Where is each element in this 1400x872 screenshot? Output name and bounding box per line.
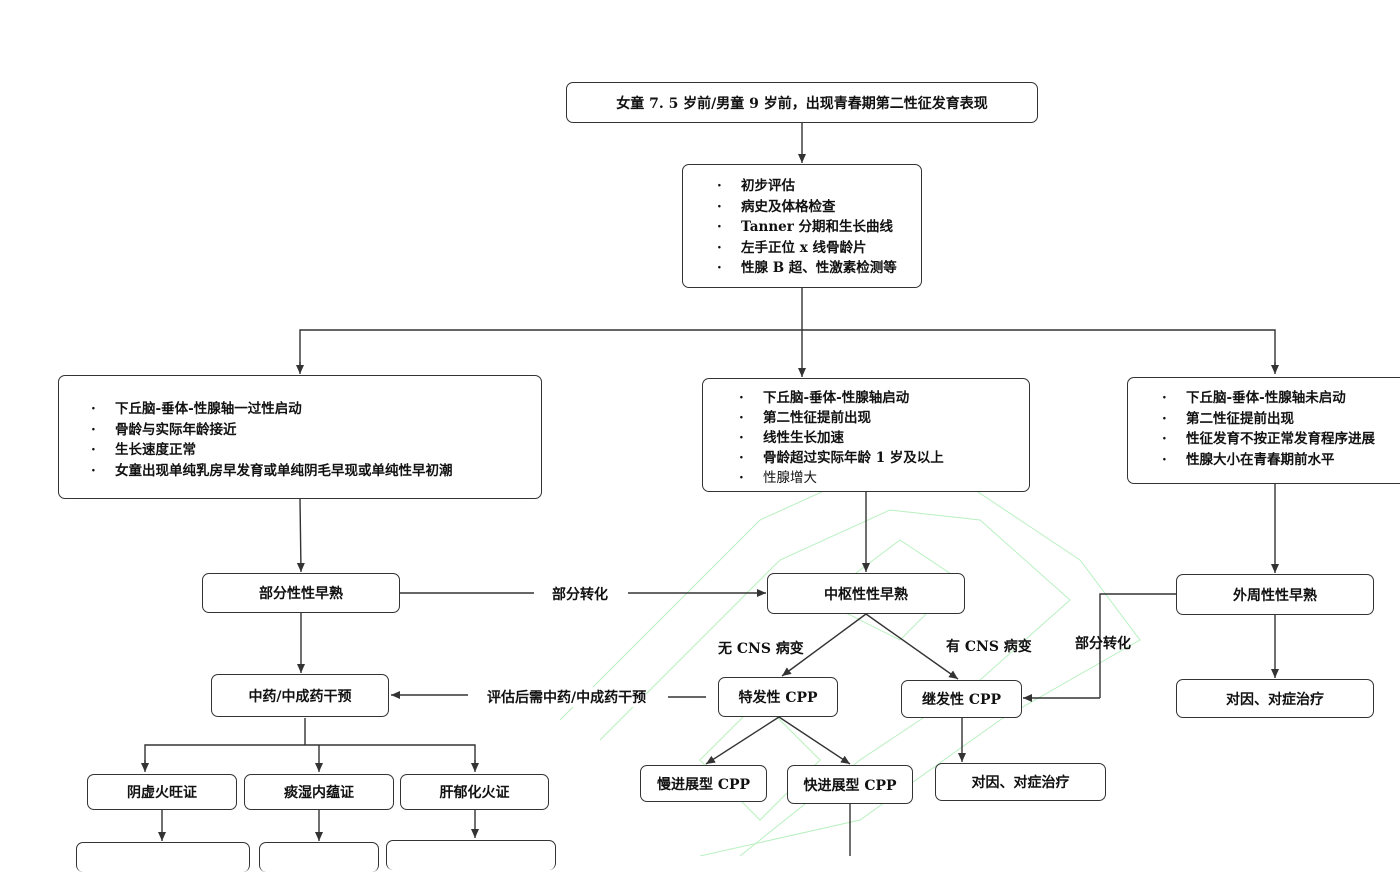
initial-eval-list: 初步评估 病史及体格检查 Tanner 分期和生长曲线 左手正位 x 线骨龄片 … [683,176,921,279]
cause-treatment-center-box: 对因、对症治疗 [935,763,1106,801]
list-item: 性征发育不按正常发育程序进展 [1128,429,1400,450]
list-item: 下丘脑-垂体-性腺轴启动 [703,388,1029,408]
right-criteria-box: 下丘脑-垂体-性腺轴未启动 第二性征提前出现 性征发育不按正常发育程序进展 性腺… [1127,377,1400,484]
cut-off-box-middle [259,842,379,872]
list-item: Tanner 分期和生长曲线 [683,217,921,238]
list-item: 性腺 B 超、性激素检测等 [683,258,921,279]
tcm-intervention-box: 中药/中成药干预 [211,674,389,717]
yin-deficiency-box: 阴虚火旺证 [87,774,237,810]
list-item: 下丘脑-垂体-性腺轴未启动 [1128,388,1400,409]
fast-cpp-box: 快进展型 CPP [787,765,913,804]
right-criteria-list: 下丘脑-垂体-性腺轴未启动 第二性征提前出现 性征发育不按正常发育程序进展 性腺… [1128,388,1400,470]
center-criteria-box: 下丘脑-垂体-性腺轴启动 第二性征提前出现 线性生长加速 骨龄超过实际年龄 1 … [702,378,1030,492]
idiopathic-cpp-box: 特发性 CPP [718,677,838,717]
list-item: 下丘脑-垂体-性腺轴一过性启动 [59,399,541,420]
list-item: 骨龄与实际年龄接近 [59,420,541,441]
cut-off-box-right [386,840,556,870]
list-item: 初步评估 [683,176,921,197]
list-item: 生长速度正常 [59,440,541,461]
left-criteria-box: 下丘脑-垂体-性腺轴一过性启动 骨龄与实际年龄接近 生长速度正常 女童出现单纯乳… [58,375,542,499]
tcm-needed-label: 评估后需中药/中成药干预 [487,687,647,707]
list-item: 病史及体格检查 [683,197,921,218]
center-criteria-list: 下丘脑-垂体-性腺轴启动 第二性征提前出现 线性生长加速 骨龄超过实际年龄 1 … [703,388,1029,488]
left-criteria-list: 下丘脑-垂体-性腺轴一过性启动 骨龄与实际年龄接近 生长速度正常 女童出现单纯乳… [59,399,541,481]
partial-convert-label: 部分转化 [552,584,608,604]
phlegm-damp-box: 痰湿内蕴证 [244,774,394,810]
list-item: 线性生长加速 [703,428,1029,448]
cut-off-box-left [76,842,250,872]
partial-precocity-box: 部分性性早熟 [202,573,400,613]
cause-treatment-right-box: 对因、对症治疗 [1176,679,1374,718]
partial-convert-right-label: 部分转化 [1075,636,1131,652]
peripheral-precocity-box: 外周性性早熟 [1176,574,1374,615]
secondary-cpp-box: 继发性 CPP [901,680,1022,718]
central-precocity-box: 中枢性性早熟 [767,573,965,614]
has-cns-label: 有 CNS 病变 [946,639,1032,655]
slow-cpp-box: 慢进展型 CPP [640,765,767,802]
list-item: 左手正位 x 线骨龄片 [683,238,921,259]
list-item: 性腺增大 [703,468,1029,488]
list-item: 骨龄超过实际年龄 1 岁及以上 [703,448,1029,468]
list-item: 女童出现单纯乳房早发育或单纯阴毛早现或单纯性早初潮 [59,461,541,482]
liver-fire-box: 肝郁化火证 [400,774,549,810]
no-cns-label: 无 CNS 病变 [718,641,804,657]
list-item: 第二性征提前出现 [1128,409,1400,430]
initial-eval-box: 初步评估 病史及体格检查 Tanner 分期和生长曲线 左手正位 x 线骨龄片 … [682,164,922,288]
start-box: 女童 7. 5 岁前/男童 9 岁前，出现青春期第二性征发育表现 [566,82,1038,123]
list-item: 性腺大小在青春期前水平 [1128,450,1400,471]
list-item: 第二性征提前出现 [703,408,1029,428]
